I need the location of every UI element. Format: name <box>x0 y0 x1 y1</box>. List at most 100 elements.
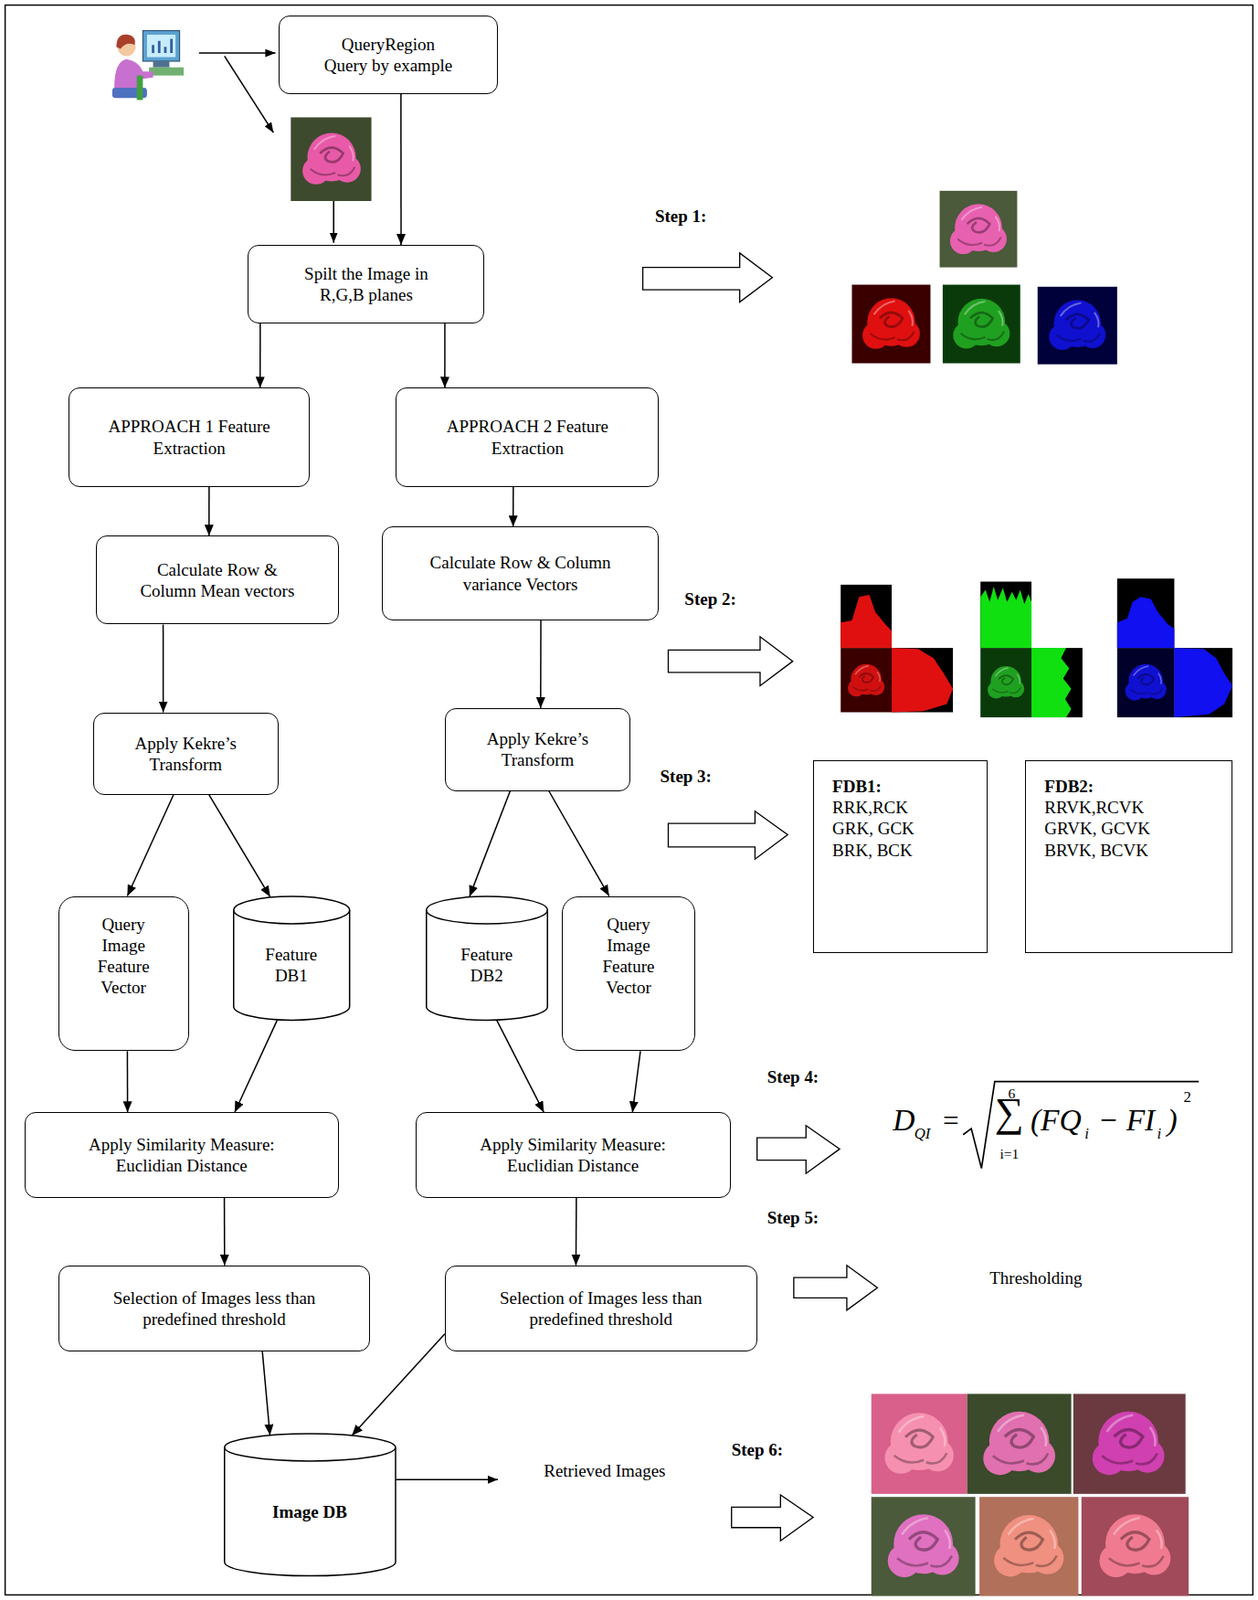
box-label: Apply Similarity Measure: Euclidian Dist… <box>463 1133 683 1176</box>
rgb-plane-images <box>952 298 1010 349</box>
box-label: Selection of Images less than predefined… <box>481 1287 721 1330</box>
step-block-arrow <box>667 636 793 687</box>
step-label: Step 3: <box>660 767 712 785</box>
retrieved-images <box>983 1411 1056 1476</box>
feature-db-heading: FDB2: <box>1044 775 1094 797</box>
box-label: Query Image Feature Vector <box>593 913 663 999</box>
query-rose-image <box>290 116 371 201</box>
formula-radical <box>962 1081 1199 1169</box>
row-column-vector-plots <box>840 584 892 648</box>
retrieved-images <box>979 1496 1079 1596</box>
rgb-plane-images <box>1048 299 1106 350</box>
row-column-vector-plots <box>1117 596 1175 648</box>
feature-list-box: FDB2:RRVK,RCVKGRVK, GCVKBRVK, BCVK <box>1025 760 1233 953</box>
row-column-vector-plots <box>987 666 1025 699</box>
step-block-arrow <box>731 1494 814 1541</box>
flow-connector <box>496 1020 545 1113</box>
box-label: Apply Kekre’s Transform <box>121 732 250 775</box>
feature-name-list: GRK, GCK <box>832 817 915 839</box>
box-label: Apply Similarity Measure: Euclidian Dist… <box>72 1133 292 1176</box>
process-box: Calculate Row & Column Mean vectors <box>95 535 339 624</box>
cylinder-rim <box>232 909 349 924</box>
box-label: Calculate Row & Column variance Vectors <box>417 551 624 594</box>
cylinder-outline <box>232 896 349 1020</box>
process-box: Apply Kekre’s Transform <box>444 708 631 791</box>
database-label: Feature DB1 <box>259 943 324 986</box>
database-cylinder: Image DB <box>223 1433 397 1576</box>
feature-name-list: RRK,RCK <box>832 796 909 818</box>
feature-name-list: GRVK, GCVK <box>1044 817 1151 839</box>
box-label: Query Image Feature Vector <box>89 913 159 999</box>
box-label: Spilt the Image in R,G,B planes <box>293 263 440 306</box>
query-rose-image <box>302 133 361 185</box>
flow-connector <box>351 1333 445 1436</box>
page-frame <box>5 5 1254 1596</box>
formula-subscript: QI <box>914 1126 931 1142</box>
retrieved-images <box>1073 1393 1186 1493</box>
flow-connector <box>262 1351 270 1436</box>
row-column-vector-plots <box>847 664 885 698</box>
flow-connector <box>126 1050 129 1112</box>
flow-connector <box>400 94 402 245</box>
row-column-vector-plots <box>1117 647 1175 718</box>
flow-arrow <box>332 200 335 244</box>
formula-limit: i=1 <box>999 1146 1019 1162</box>
user-icon <box>147 34 176 58</box>
flow-arrow <box>199 52 276 54</box>
retrieved-images <box>885 1412 954 1474</box>
formula-symbol: ) <box>1167 1104 1178 1136</box>
box-label: Apply Kekre’s Transform <box>474 728 603 771</box>
user-icon <box>142 31 180 63</box>
retrieved-images <box>871 1496 976 1596</box>
feature-list-box: FDB1:RRK,RCKGRK, GCKBRK, BCK <box>813 760 988 953</box>
flow-connector <box>162 623 165 712</box>
feature-vector-box: Query Image Feature Vector <box>561 896 695 1052</box>
feature-name-list: BRK, BCK <box>832 839 913 861</box>
flow-connector <box>512 486 515 528</box>
database-label: Image DB <box>272 1501 348 1523</box>
process-box: Apply Similarity Measure: Euclidian Dist… <box>24 1111 339 1198</box>
row-column-vector-plots <box>1173 647 1233 718</box>
retrieved-images <box>888 1513 960 1577</box>
process-box: Selection of Images less than predefined… <box>58 1265 371 1352</box>
database-cylinder: Feature DB1 <box>232 896 350 1021</box>
box-label: QueryRegion Query by example <box>320 33 455 76</box>
retrieved-images <box>993 1514 1064 1576</box>
step-block-arrow <box>643 253 773 303</box>
user-icon <box>153 61 170 68</box>
flow-connector <box>223 1197 226 1266</box>
cylinder-rim <box>223 1447 395 1461</box>
feature-name-list: RRVK,RCVK <box>1044 796 1144 818</box>
flow-connector <box>549 791 610 897</box>
retrieved-images <box>1081 1496 1189 1596</box>
user-icon <box>114 59 153 93</box>
row-column-vector-plots <box>1031 647 1083 718</box>
step-block-arrow <box>667 811 788 859</box>
formula-subscript: i <box>1156 1126 1162 1142</box>
formula-sum: ∑ <box>994 1091 1025 1133</box>
rgb-plane-images <box>852 285 931 364</box>
step-label: Step 5: <box>767 1208 819 1227</box>
step-note: Thresholding <box>989 1268 1082 1287</box>
step-label: Step 2: <box>684 590 736 608</box>
process-box: Spilt the Image in R,G,B planes <box>247 244 485 324</box>
formula-symbol: D <box>892 1104 915 1136</box>
process-box: APPROACH 2 Feature Extraction <box>395 387 659 487</box>
process-box: QueryRegion Query by example <box>278 15 498 95</box>
formula-exponent: 2 <box>1183 1089 1191 1106</box>
retrieved-images <box>871 1393 968 1493</box>
process-box: Calculate Row & Column variance Vectors <box>381 526 660 621</box>
flow-arrow <box>224 55 275 133</box>
formula-symbol: − FI <box>1098 1104 1156 1136</box>
database-cylinder: Feature DB2 <box>425 896 549 1021</box>
step-label: Step 4: <box>767 1067 819 1086</box>
retrieved-images <box>967 1393 1072 1493</box>
flow-arrow <box>395 1478 498 1480</box>
step-label: Step 1: <box>655 207 707 225</box>
user-icon <box>112 31 184 101</box>
flow-connector <box>444 323 446 388</box>
rgb-plane-images <box>950 203 1007 254</box>
row-column-vector-plots <box>1117 578 1175 648</box>
